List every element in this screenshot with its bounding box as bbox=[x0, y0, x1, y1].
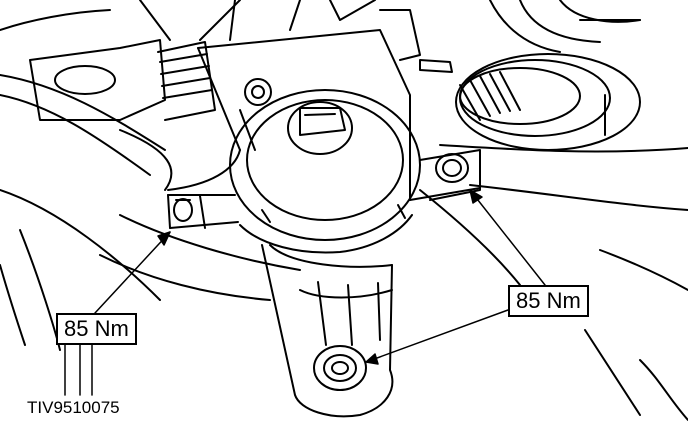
pulley-assembly bbox=[419, 0, 641, 151]
bolt-upper-right bbox=[435, 153, 469, 183]
leader-arrows bbox=[64, 189, 546, 396]
mount-arm bbox=[261, 244, 394, 418]
arrowhead-left bbox=[157, 231, 171, 246]
background-contours bbox=[0, 74, 688, 421]
torque-label-right: 85 Nm bbox=[508, 285, 589, 317]
engine-casting bbox=[199, 0, 421, 151]
bolt-lower bbox=[313, 345, 367, 391]
leader-line-left bbox=[94, 231, 171, 314]
leader-line-lower bbox=[365, 309, 509, 363]
arrowhead-lower bbox=[365, 353, 379, 365]
wiring-harness bbox=[119, 41, 241, 191]
arrowhead-upper-right bbox=[469, 189, 483, 204]
torque-label-left: 85 Nm bbox=[56, 313, 137, 345]
upper-left-bracket bbox=[0, 0, 171, 121]
leader-line-upper-right bbox=[469, 189, 546, 286]
mount-bracket bbox=[167, 149, 481, 229]
bolt-left bbox=[173, 198, 193, 222]
mount-hub bbox=[197, 29, 421, 254]
figure-reference-code: TIV9510075 bbox=[27, 398, 120, 417]
